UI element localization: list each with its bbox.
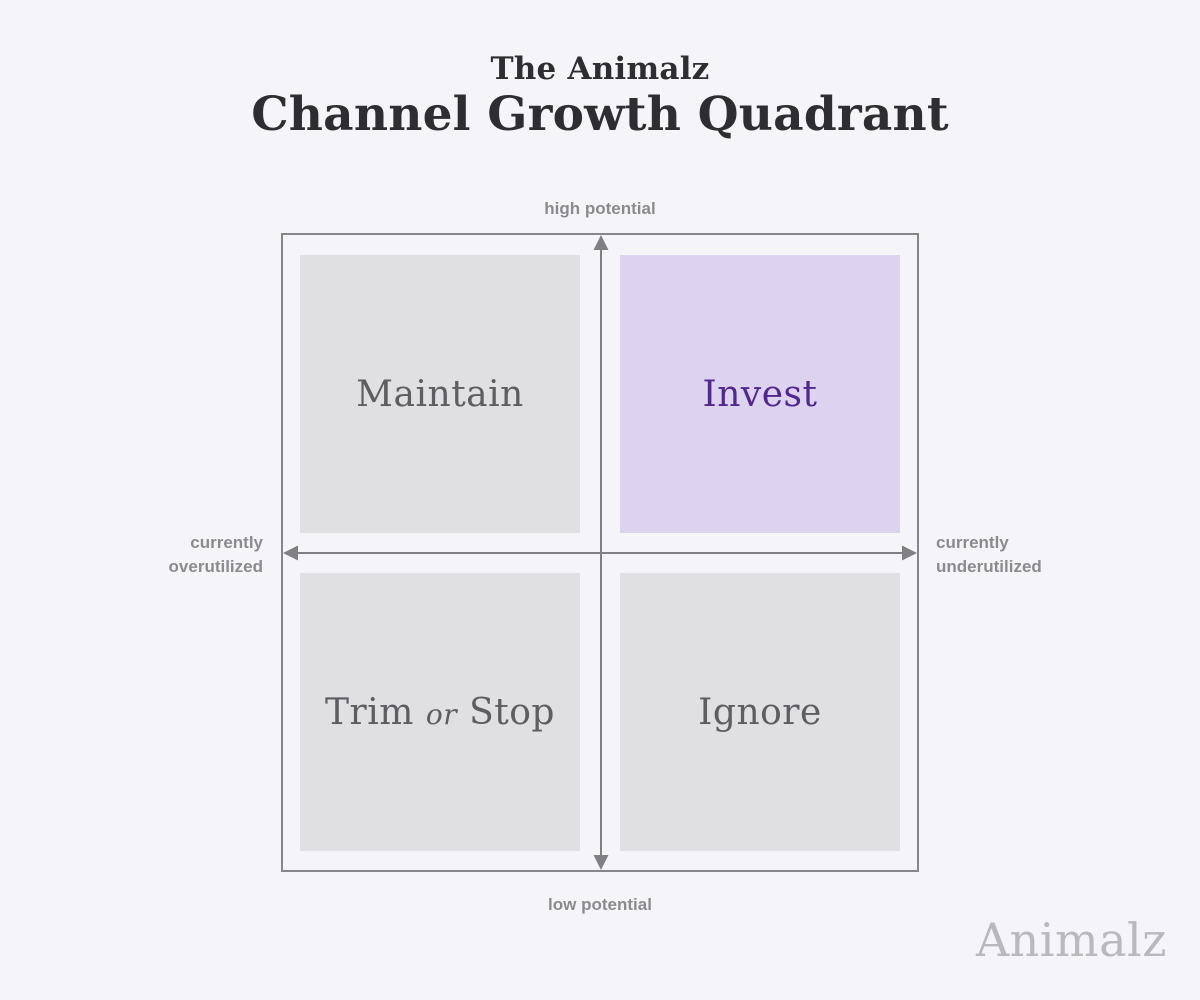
arrow-up-icon [593, 235, 609, 250]
quadrant-ignore: Ignore [620, 573, 900, 851]
quadrant-chart: Maintain Invest Trim or Stop Ignore [281, 233, 919, 872]
title-kicker: The Animalz [490, 51, 710, 87]
page-title: The Animalz Channel Growth Quadrant [0, 50, 1200, 142]
animalz-logo-wordmark: Animalz [975, 913, 1167, 967]
axis-label-currently-underutilized: currently underutilized [936, 533, 1042, 576]
axis-label-high-potential: high potential [544, 199, 656, 218]
arrow-right-icon [902, 545, 917, 561]
axis-label-currently-overutilized: currently overutilized [168, 533, 263, 576]
arrow-left-icon [283, 545, 298, 561]
quadrant-invest-label: Invest [702, 373, 818, 415]
quadrant-trim-or-stop: Trim or Stop [300, 573, 580, 851]
title-main: Channel Growth Quadrant [251, 87, 949, 142]
quadrant-maintain: Maintain [300, 255, 580, 533]
quadrant-invest: Invest [620, 255, 900, 533]
quadrant-ignore-label: Ignore [698, 691, 822, 733]
quadrant-trim-or-stop-label: Trim or Stop [325, 691, 555, 733]
axis-label-low-potential: low potential [548, 895, 652, 914]
arrow-down-icon [593, 855, 609, 870]
quadrant-maintain-label: Maintain [356, 373, 524, 415]
